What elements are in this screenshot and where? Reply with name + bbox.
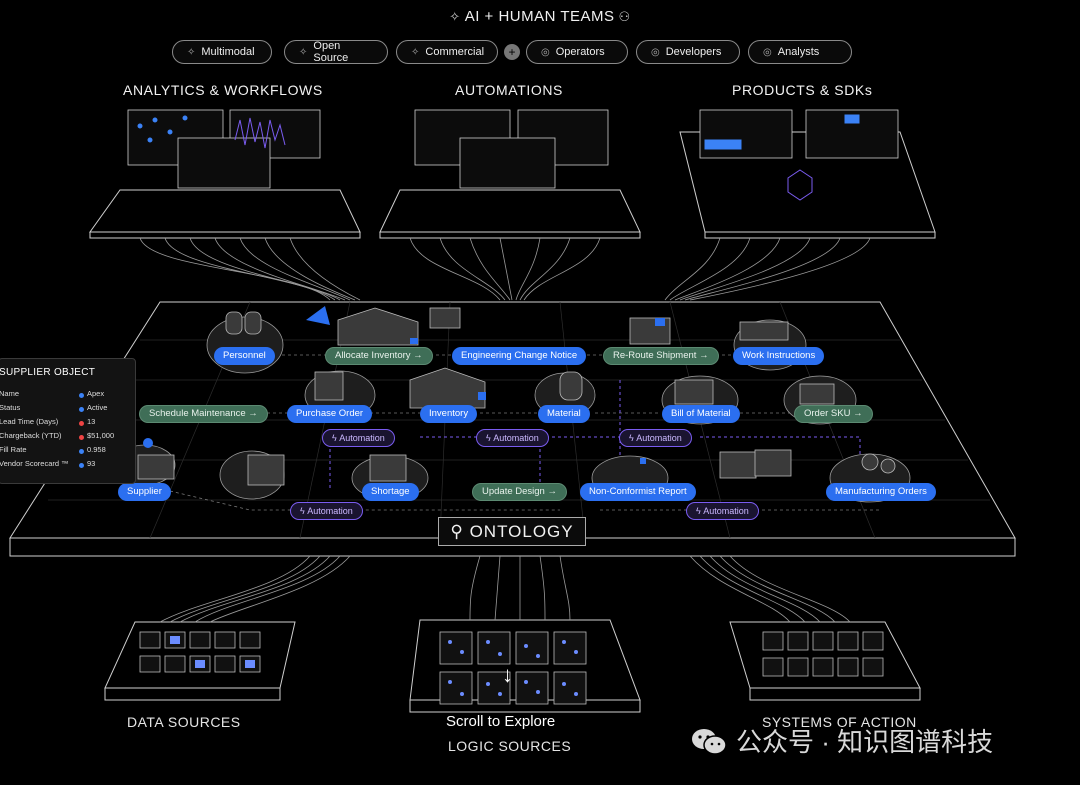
node-work-instructions[interactable]: Work Instructions	[733, 347, 825, 365]
node-personnel[interactable]: Personnel	[214, 347, 275, 365]
scroll-hint[interactable]: Scroll to Explore	[446, 713, 556, 730]
arrow-down-icon: ↓	[502, 662, 513, 687]
status-dot	[79, 421, 84, 426]
node-non-conformist-report[interactable]: Non-Conformist Report	[580, 483, 696, 501]
pill-developers[interactable]: ◎ Developers	[636, 40, 740, 64]
header-title: AI + HUMAN TEAMS	[464, 8, 615, 25]
node-inventory[interactable]: Inventory	[420, 405, 478, 423]
pill-label: Analysts	[777, 46, 820, 58]
pill-label: Multimodal	[201, 46, 255, 58]
user-icon: ◎	[763, 46, 772, 58]
supplier-row: Name Apex	[0, 389, 133, 403]
section-logic-sources-title: LOGIC SOURCES	[448, 738, 572, 754]
pill-label: Commercial	[425, 46, 485, 58]
supplier-row: Status Active	[0, 403, 133, 417]
pill-open-source[interactable]: ✧ Open Source	[284, 40, 388, 64]
row-value: Active	[87, 403, 108, 412]
automation-label: Automation	[636, 433, 682, 443]
sparkle-icon: ✧	[299, 46, 308, 58]
automation-label: Automation	[307, 506, 353, 516]
automation-chip[interactable]: ϟ Automation	[619, 429, 692, 447]
node-manufacturing-orders[interactable]: Manufacturing Orders	[826, 483, 936, 501]
plus-icon: +	[504, 44, 520, 60]
node-purchase-order[interactable]: Purchase Order	[287, 405, 373, 423]
row-value: 0.958	[87, 445, 106, 454]
section-data-sources-title: DATA SOURCES	[127, 714, 241, 730]
section-products-title: PRODUCTS & SDKs	[732, 82, 873, 98]
status-dot	[79, 393, 84, 398]
pill-label: Developers	[665, 46, 722, 58]
sparkle-icon: ✧	[411, 46, 420, 58]
filter-pill-bar: ✧ Multimodal ✧ Open Source ✧ Commercial + ◎…	[150, 40, 890, 66]
row-value: $51,000	[87, 431, 115, 440]
section-analytics-title: ANALYTICS & WORKFLOWS	[123, 82, 323, 98]
row-key: Lead Time (Days)	[0, 417, 59, 426]
automation-chip[interactable]: ϟ Automation	[290, 502, 363, 520]
pill-commercial[interactable]: ✧ Commercial	[396, 40, 498, 64]
pill-operators[interactable]: ◎ Operators	[526, 40, 628, 64]
node-reroute-shipment[interactable]: Re-Route Shipment →	[603, 347, 719, 365]
pill-multimodal[interactable]: ✧ Multimodal	[172, 40, 272, 64]
node-order-sku[interactable]: Order SKU →	[794, 405, 873, 423]
node-engineering-change-notice[interactable]: Engineering Change Notice	[452, 347, 587, 365]
supplier-row: Chargeback (YTD) $51,000	[0, 431, 133, 445]
pill-label: Operators	[555, 46, 605, 58]
bolt-icon: ϟ	[486, 433, 494, 443]
row-value: 13	[87, 417, 96, 426]
ontology-label: ⚲ ONTOLOGY	[438, 517, 586, 546]
sparkle-icon: ✧	[449, 9, 461, 24]
bolt-icon: ϟ	[629, 433, 637, 443]
ontology-icon: ⚲	[450, 522, 470, 541]
watermark: 公众号 · 知识图谱科技	[690, 722, 993, 759]
row-value: Apex	[87, 389, 105, 398]
row-value: 93	[87, 459, 96, 468]
row-key: Fill Rate	[0, 445, 27, 454]
automation-label: Automation	[703, 506, 749, 516]
watermark-text: 公众号 · 知识图谱科技	[736, 727, 994, 757]
node-schedule-maintenance[interactable]: Schedule Maintenance →	[139, 405, 268, 423]
node-material[interactable]: Material	[538, 405, 590, 423]
user-icon: ◎	[651, 46, 660, 58]
ontology-text: ONTOLOGY	[469, 522, 574, 541]
pill-analysts[interactable]: ◎ Analysts	[748, 40, 852, 64]
bolt-icon: ϟ	[332, 433, 340, 443]
status-dot	[79, 449, 84, 454]
supplier-object-card: SUPPLIER OBJECT Name Apex Status Active …	[0, 358, 136, 484]
row-key: Chargeback (YTD)	[0, 431, 62, 440]
node-supplier[interactable]: Supplier	[118, 483, 171, 501]
node-bill-of-material[interactable]: Bill of Material	[662, 405, 740, 423]
status-dot	[79, 463, 84, 468]
automation-chip[interactable]: ϟ Automation	[686, 502, 759, 520]
supplier-row: Fill Rate 0.958	[0, 445, 133, 459]
node-shortage[interactable]: Shortage	[362, 483, 419, 501]
node-update-design[interactable]: Update Design →	[472, 483, 567, 501]
supplier-row: Lead Time (Days) 13	[0, 417, 133, 431]
status-dot	[79, 435, 84, 440]
section-systems-title: SYSTEMS OF ACTION	[762, 714, 917, 730]
pill-label: Open Source	[313, 40, 349, 64]
header-title-row: ✧AI + HUMAN TEAMS⚇	[0, 8, 1080, 25]
automation-chip[interactable]: ϟ Automation	[476, 429, 549, 447]
automation-label: Automation	[493, 433, 539, 443]
section-automations-title: AUTOMATIONS	[455, 82, 563, 98]
bolt-icon: ϟ	[300, 506, 308, 516]
supplier-row: Vendor Scorecard ™ 93	[0, 459, 133, 473]
bolt-icon: ϟ	[696, 506, 704, 516]
node-allocate-inventory[interactable]: Allocate Inventory →	[325, 347, 433, 365]
row-key: Name	[0, 389, 20, 398]
user-icon: ◎	[541, 46, 550, 58]
row-key: Status	[0, 403, 21, 412]
sparkle-icon: ✧	[187, 46, 196, 58]
people-icon: ⚇	[618, 9, 631, 24]
row-key: Vendor Scorecard ™	[0, 459, 69, 468]
status-dot	[79, 407, 84, 412]
automation-chip[interactable]: ϟ Automation	[322, 429, 395, 447]
wechat-icon	[692, 728, 727, 755]
automation-label: Automation	[339, 433, 385, 443]
supplier-object-title: SUPPLIER OBJECT	[0, 367, 96, 378]
